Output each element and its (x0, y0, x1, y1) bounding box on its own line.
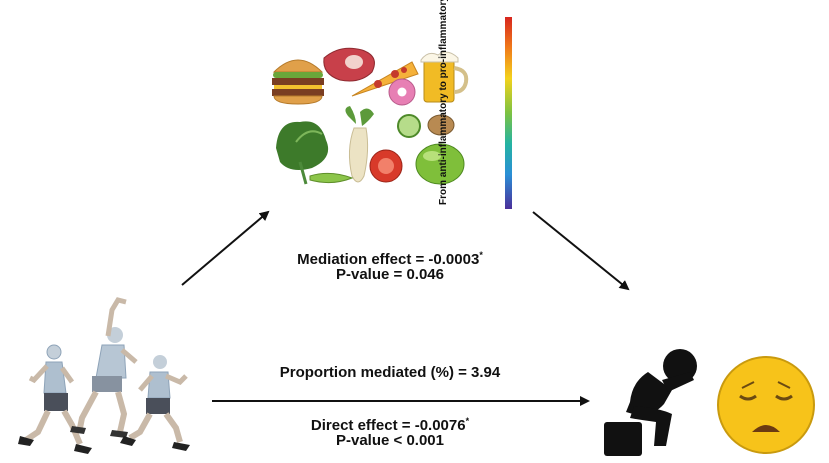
sad-face-icon (717, 356, 815, 454)
diet-scale-label: From anti-inflammatory to pro-inflammato… (438, 0, 449, 205)
turnip-icon (345, 106, 374, 183)
cucumber-icon (397, 114, 421, 138)
direct-effect-text: Direct effect = -0.0076* (270, 412, 510, 435)
steak-icon (323, 47, 375, 82)
diet-color-scale (505, 17, 512, 209)
direct-pvalue-text: P-value < 0.001 (336, 432, 444, 449)
leafy-greens-icon (276, 121, 329, 185)
direct-effect-value: Direct effect = -0.0076 (310, 417, 466, 434)
mediation-effect-value: Mediation effect = -0.0003 (297, 251, 480, 268)
mediation-effect-sup: * (479, 250, 483, 260)
food-collage-icon (272, 47, 469, 185)
runners-icon (18, 297, 190, 454)
mediation-effect-text: Mediation effect = -0.0003* (270, 246, 510, 269)
donut-icon (388, 78, 416, 106)
walnut-icon (427, 114, 455, 136)
arrow-exposure-to-mediator (181, 210, 270, 286)
bean-icon (415, 143, 465, 185)
proportion-mediated-text: Proportion mediated (%) = 3.94 (279, 364, 501, 381)
tomato-icon (369, 149, 403, 183)
pea-pod-icon (309, 172, 354, 184)
pizza-icon (351, 61, 419, 97)
depressed-person-icon (604, 349, 697, 456)
direct-effect-sup: * (465, 416, 470, 426)
mediation-pvalue-text: P-value = 0.046 (336, 266, 444, 283)
beer-icon (420, 51, 469, 103)
arrow-mediator-to-outcome (532, 211, 630, 291)
burger-icon (272, 59, 324, 105)
